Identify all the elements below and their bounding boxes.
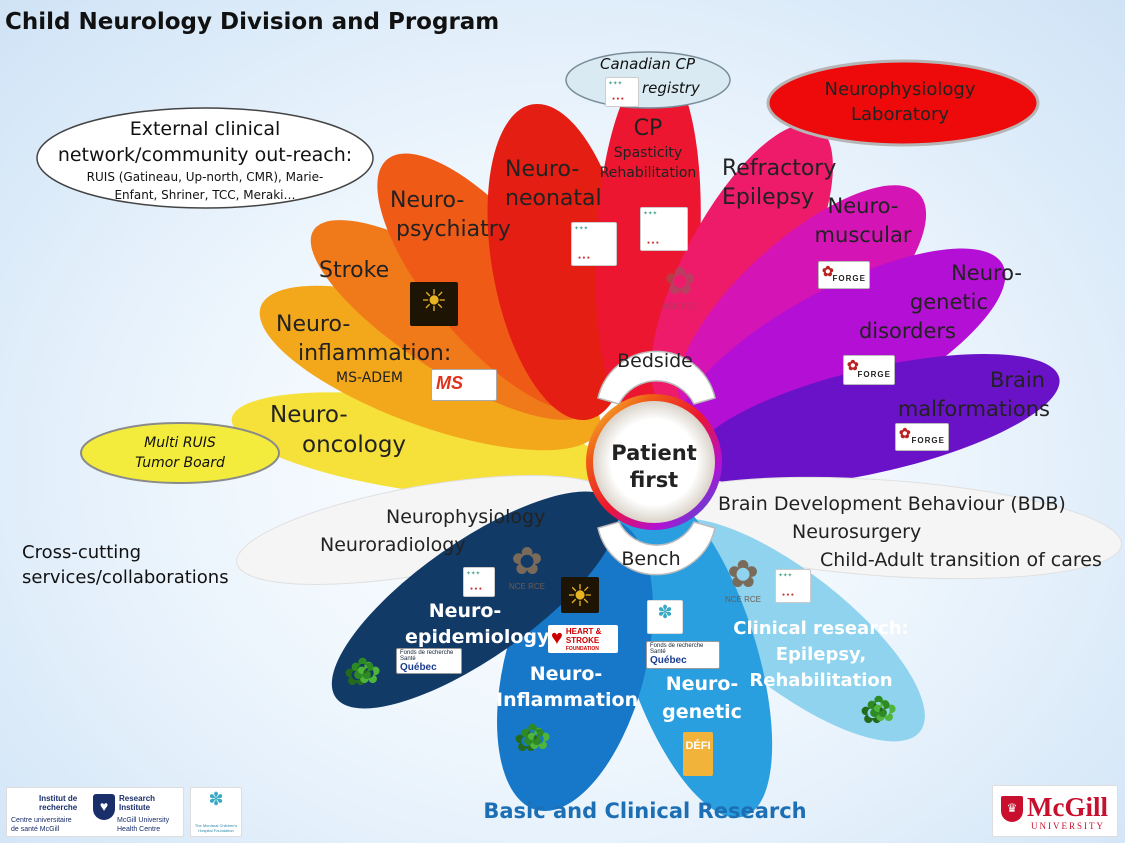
multi-ruis-bubble [80,422,280,484]
petal-label-neuro-epidemiology: Neuro- epidemiology [405,600,550,648]
heart-stroke-logo: HEART & STROKE FOUNDATION [548,625,618,653]
mcgill-crest-icon: ♛ [1001,796,1023,822]
cross-cutting-text: Cross-cutting services/collaborations [22,542,229,588]
label-bdb-neurosurgery-transition: Brain Development Behaviour (BDB) Neuros… [718,493,1102,571]
external-network-text: External clinical network/community out-… [57,118,353,202]
research-institute-logo: Institut de recherche Research Institute… [6,787,184,837]
petal-label-neuro-psychiatry: Neuro- psychiatry [390,188,511,242]
label-neurophysiology-neuroradiology: Neurophysiology Neuroradiology [320,506,546,556]
sun-logo-stroke [410,282,458,326]
neurophysiology-lab-bubble [766,59,1040,147]
forge-logo-muscular: FORGE [818,261,870,289]
bedside-arch [597,350,716,405]
neurodevnet-logo-cp [640,207,688,251]
center-label: Patient first [604,440,704,494]
page-title: Child Neurology Division and Program [5,9,500,35]
ms-society-logo: MS [431,369,497,401]
petal-label-neuro-neonatal: Neuro- neonatal [505,157,602,211]
footer-title: Basic and Clinical Research [483,799,807,823]
plant-icon-clinical: ✿ [866,691,892,724]
petal-neuro-neonatal [487,103,633,421]
petal-label-stroke: Stroke [319,258,390,283]
neurodevnet-logo-epidemiology [463,567,495,597]
neurodevnet-logo-cp-registry [605,77,639,107]
external-network-bubble [36,107,374,209]
plant-icon-epidemiology: ✿ [350,653,376,686]
petal-label-neuro-inflammation: Neuro- inflammation: MS-ADEM [276,312,452,386]
petal-label-neuro-oncology: Neuro- oncology [270,402,407,458]
center-line-2: first [629,468,679,492]
neurodevnet-logo-neonatal [571,222,617,266]
petal-neuro-genetic-disorders [678,248,1006,452]
petal-label-clinical-research: Clinical research: Epilepsy, Rehabilitat… [733,618,909,691]
forge-logo-genetic-disorders: FORGE [843,355,895,385]
petal-label-neuro-muscular: Neuro- muscular [814,194,912,247]
defi-logo: DÉFI [683,732,713,776]
petal-brain-malformations [692,354,1060,486]
montreal-childrens-foundation-logo: The Montreal Children's Hospital Foundat… [190,787,242,837]
nce-rce-logo-clinical: NCE RCE [716,555,770,607]
multi-ruis-text: Multi RUIS Tumor Board [135,435,225,471]
petal-label-brain-malformations: Brain malformations [897,368,1050,421]
petal-label-bottom-neuro-inflammation: Neuro- Inflammation [496,663,639,711]
bedside-label: Bedside [617,350,693,372]
bench-arch [597,521,716,576]
institute-shield-icon: ♥ [93,794,115,820]
nce-rce-logo-epidemiology: NCE RCE [502,542,552,594]
nce-rce-logo-cp: NCE RCE [658,262,702,311]
montreal-childrens-foundation-logo-petal [647,600,683,634]
forge-logo-brain-malformations: FORGE [895,423,949,451]
plant-icon-inflammation: ✿ [520,719,546,752]
neurodevnet-logo-clinical [775,569,811,603]
center-circle [593,401,715,523]
center-line-1: Patient [611,441,697,465]
mcgill-logo: ♛ McGill UNIVERSITY [992,785,1118,837]
bench-label: Bench [621,548,681,570]
neurophysiology-lab-text: Neurophysiology Laboratory [824,79,976,125]
canadian-cp-text: Canadian CP registry [600,55,700,97]
petal-label-refractory-epilepsy: Refractory Epilepsy [722,156,837,210]
petal-label-cp: CP Spasticity Rehabilitation [599,116,697,181]
sun-logo-epidemiology [561,577,599,615]
petal-label-neuro-genetic-disorders: Neuro- genetic disorders [858,261,1022,343]
petal-label-neuro-genetic: Neuro- genetic [662,673,742,723]
